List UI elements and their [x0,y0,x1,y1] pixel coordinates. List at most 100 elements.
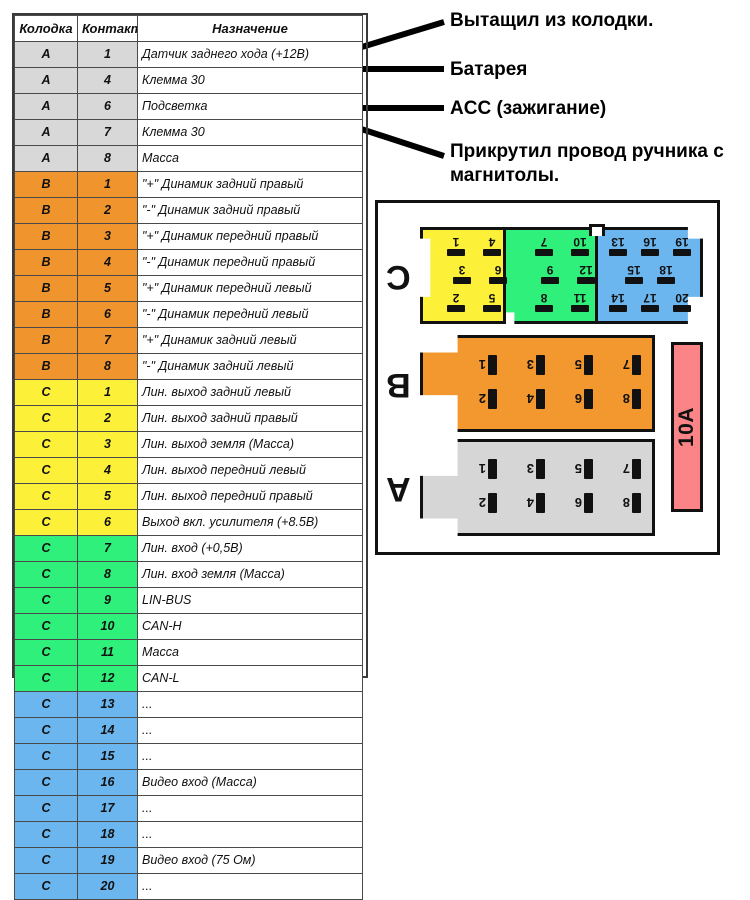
cell-desc: "-" Динамик передний левый [137,301,363,328]
pin-blob [536,459,545,479]
cell-block: C [14,613,78,640]
pin-blob [571,249,589,256]
cell-desc: Лин. выход задний левый [137,379,363,406]
connector-a-pin: 5 [575,459,593,479]
cell-block: B [14,327,78,354]
pin-number: 7 [622,461,630,477]
cell-desc: CAN-L [137,665,363,692]
connector-c-pin: 6 [489,263,507,284]
connector-a-pin: 1 [479,459,497,479]
connector-c-pin: 7 [535,235,553,256]
pin-number: 17 [643,291,657,305]
cell-desc: Лин. выход задний правый [137,405,363,432]
cell-block: C [14,379,78,406]
cell-desc: Клемма 30 [137,67,363,94]
pin-blob [483,249,501,256]
pin-blob [536,493,545,513]
cell-desc: Выход вкл. усилителя (+8.5В) [137,509,363,536]
cell-pin: 1 [77,379,138,406]
annotation-pulled-from-connector: Вытащил из колодки. [450,10,654,31]
pin-blob [584,389,593,409]
cell-block: A [14,41,78,68]
cell-pin: 1 [77,41,138,68]
cell-pin: 15 [77,743,138,770]
cell-block: A [14,119,78,146]
pin-number: 14 [611,291,625,305]
connector-b-pin: 5 [575,355,593,375]
cell-desc: "+" Динамик передний левый [137,275,363,302]
fuse-10a: 10A [671,342,703,512]
connector-letter-b: B [386,366,411,404]
cell-block: B [14,275,78,302]
cell-desc: ... [137,795,363,822]
connector-a-pin: 2 [479,493,497,513]
cell-desc: Лин. вход земля (Масса) [137,561,363,588]
cell-block: C [14,405,78,432]
pin-number: 2 [478,495,486,511]
connector-b-pin: 1 [479,355,497,375]
connector-a-body [420,439,655,536]
pin-blob [447,305,465,312]
cell-desc: Лин. выход передний левый [137,457,363,484]
cell-desc: "-" Динамик задний правый [137,197,363,224]
pin-number: 5 [574,461,582,477]
connector-c-pin: 1 [447,235,465,256]
connector-a-pin: 8 [623,493,641,513]
cell-desc: CAN-H [137,613,363,640]
cell-desc: Клемма 30 [137,119,363,146]
cell-pin: 8 [77,353,138,380]
cell-block: A [14,67,78,94]
cell-block: C [14,691,78,718]
pin-number: 2 [452,291,460,305]
pin-blob [673,249,691,256]
cell-pin: 6 [77,509,138,536]
cell-block: B [14,223,78,250]
cell-desc: Масса [137,145,363,172]
pin-blob [488,355,497,375]
pin-number: 8 [540,291,548,305]
cell-block: B [14,171,78,198]
cell-pin: 19 [77,847,138,874]
pin-blob [657,277,675,284]
connector-a-pin: 3 [527,459,545,479]
pin-number: 6 [574,495,582,511]
table-header-row: Колодка Контакт Назначение [14,15,363,42]
cell-pin: 7 [77,535,138,562]
pin-number: 5 [488,291,496,305]
pin-number: 19 [675,235,689,249]
cell-pin: 16 [77,769,138,796]
connector-b-pin: 4 [527,389,545,409]
cell-pin: 14 [77,717,138,744]
connector-b-pin: 2 [479,389,497,409]
cell-desc: Масса [137,639,363,666]
pin-blob [584,355,593,375]
cell-pin: 20 [77,873,138,900]
cell-desc: Лин. вход (+0,5В) [137,535,363,562]
pin-number: 13 [611,235,625,249]
pin-blob [584,493,593,513]
pin-number: 1 [478,357,486,373]
connector-c-pin: 8 [535,291,553,312]
pin-number: 5 [574,357,582,373]
pin-number: 8 [622,391,630,407]
pin-number: 3 [526,461,534,477]
pin-number: 12 [579,263,593,277]
connector-c-pin: 20 [673,291,691,312]
connector-c-pin: 11 [571,291,589,312]
pin-blob [488,493,497,513]
cell-desc: ... [137,873,363,900]
connector-c-pin: 9 [541,263,559,284]
cell-desc: ... [137,717,363,744]
cell-block: C [14,639,78,666]
cell-block: C [14,457,78,484]
